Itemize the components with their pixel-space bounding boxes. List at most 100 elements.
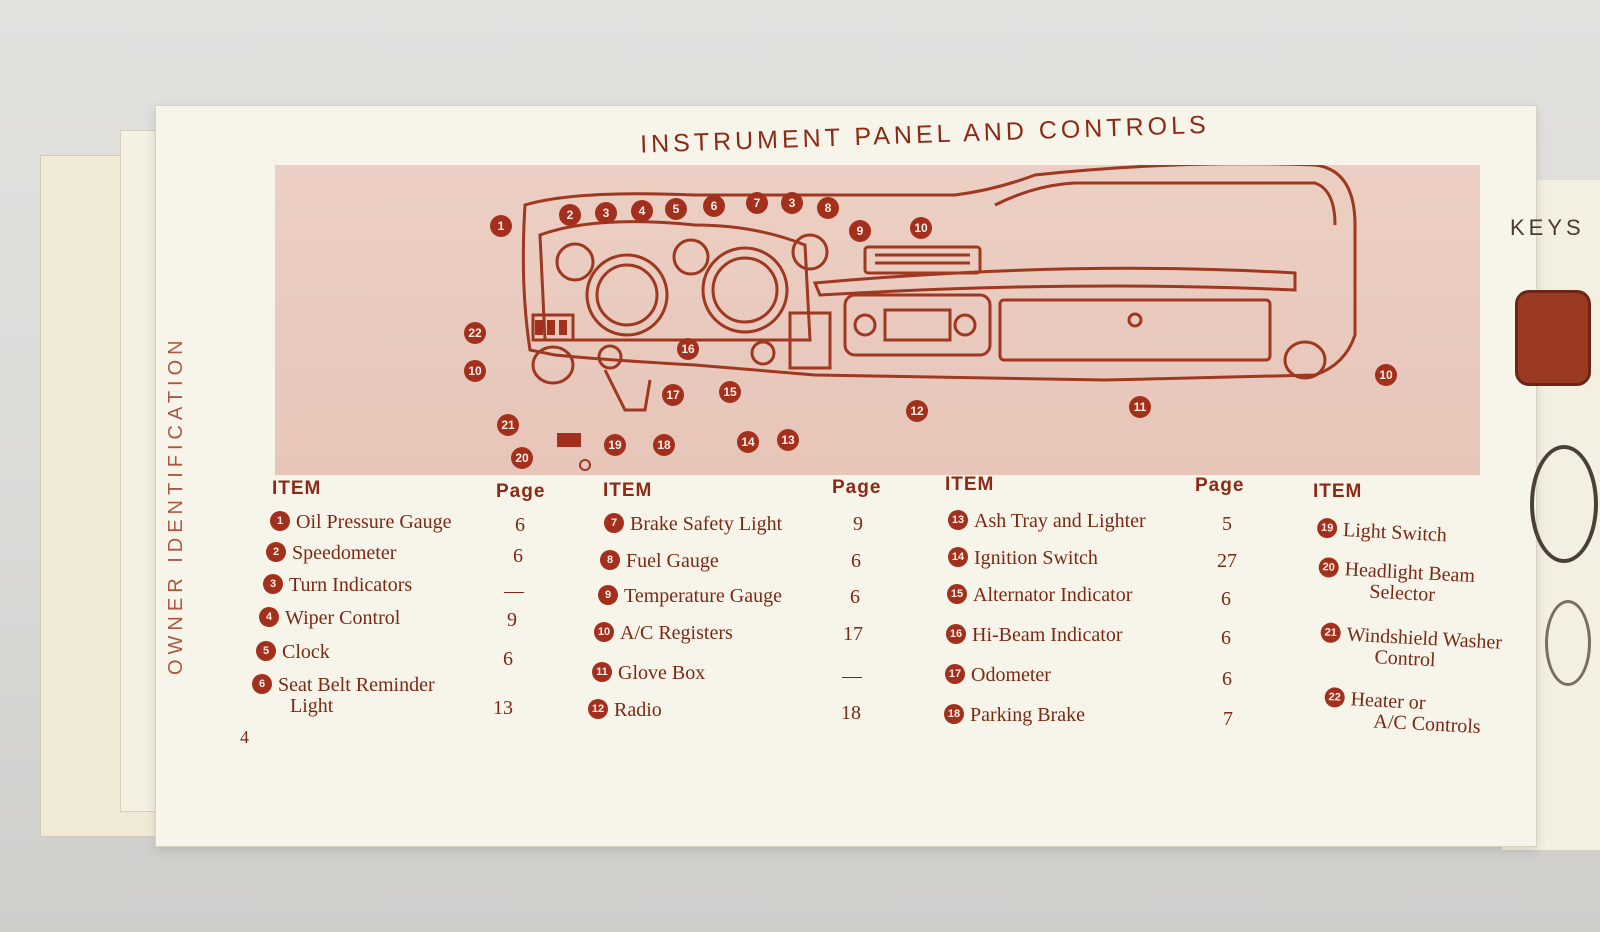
callout-12: 12 xyxy=(906,400,928,422)
col4-item-header: ITEM xyxy=(1313,481,1363,502)
item-number: 10 xyxy=(594,622,614,643)
item-label: Temperature Gauge xyxy=(624,585,782,607)
item-number: 3 xyxy=(263,574,283,595)
callout-19: 19 xyxy=(604,434,626,456)
item-number: 7 xyxy=(604,513,624,534)
item-number: 1 xyxy=(270,511,290,532)
list-item: 12 Radio xyxy=(588,699,662,721)
item-label: Brake Safety Light xyxy=(630,513,783,535)
callout-9: 9 xyxy=(849,220,871,242)
item-page: 6 xyxy=(851,550,861,572)
callout-10-top: 10 xyxy=(910,217,932,239)
page-number: 4 xyxy=(240,727,249,747)
callout-22: 22 xyxy=(464,322,486,344)
key-illustration xyxy=(1515,290,1591,386)
callout-14: 14 xyxy=(737,431,759,453)
item-label: A/C Registers xyxy=(620,622,733,644)
item-label: Hi-Beam Indicator xyxy=(972,624,1123,646)
item-label: Ash Tray and Lighter xyxy=(974,510,1146,532)
item-label: Alternator Indicator xyxy=(973,584,1133,606)
item-number: 2 xyxy=(266,542,286,563)
item-page: 5 xyxy=(1222,513,1232,535)
callout-20: 20 xyxy=(511,447,533,469)
item-number: 5 xyxy=(256,641,276,662)
list-item: 14 Ignition Switch xyxy=(948,547,1098,569)
item-page: — xyxy=(504,580,524,602)
item-label: Clock xyxy=(282,641,330,663)
item-page: 18 xyxy=(841,702,861,724)
item-label: Ignition Switch xyxy=(974,547,1098,569)
right-page-title: KEYS xyxy=(1510,215,1585,240)
item-page: 17 xyxy=(843,623,863,645)
list-item: 3 Turn Indicators xyxy=(263,574,413,596)
item-label: Parking Brake xyxy=(970,704,1085,726)
callout-8: 8 xyxy=(817,197,839,219)
item-page: 6 xyxy=(515,514,525,536)
callout-10-right: 10 xyxy=(1375,364,1397,386)
item-page: 27 xyxy=(1217,550,1237,572)
item-number: 8 xyxy=(600,550,620,571)
list-item: 17 Odometer xyxy=(945,664,1051,686)
col2-item-header: ITEM xyxy=(603,480,653,501)
item-page: 6 xyxy=(1221,588,1231,610)
item-number: 18 xyxy=(944,704,964,725)
item-label: Seat Belt Reminder xyxy=(278,674,435,696)
callout-3b: 3 xyxy=(781,192,803,214)
callout-16: 16 xyxy=(677,338,699,360)
callout-17: 17 xyxy=(662,384,684,406)
list-item: 1 Oil Pressure Gauge xyxy=(270,511,452,533)
item-number: 16 xyxy=(946,624,966,645)
list-item: 18 Parking Brake xyxy=(944,704,1085,726)
item-number: 17 xyxy=(945,664,965,685)
callout-11: 11 xyxy=(1129,396,1151,418)
item-page: 6 xyxy=(1222,668,1232,690)
item-page: 6 xyxy=(513,545,523,567)
item-label-line2: Light xyxy=(290,695,334,718)
callout-10-left: 10 xyxy=(464,360,486,382)
item-label: Turn Indicators xyxy=(289,574,413,596)
dashboard-drawing xyxy=(521,165,1357,471)
spine-text: OWNER IDENTIFICATION xyxy=(165,335,187,675)
callout-1: 1 xyxy=(490,215,512,237)
callout-7: 7 xyxy=(746,192,768,214)
item-number: 12 xyxy=(588,699,608,720)
list-item: 9 Temperature Gauge xyxy=(598,585,782,607)
item-label: Glove Box xyxy=(618,662,706,684)
callout-21: 21 xyxy=(497,414,519,436)
key-lock-illustration xyxy=(1530,445,1598,563)
item-page: 9 xyxy=(507,609,517,631)
callout-2: 2 xyxy=(559,204,581,226)
col3-page-header: Page xyxy=(1195,475,1245,496)
item-label: Heater or xyxy=(1350,688,1427,715)
item-number: 22 xyxy=(1324,687,1346,709)
item-page: 13 xyxy=(493,697,513,719)
col1-page-header: Page xyxy=(496,481,546,502)
col1-item-header: ITEM xyxy=(272,478,322,499)
key-lock-illustration-2 xyxy=(1545,600,1591,686)
item-number: 9 xyxy=(598,585,618,606)
item-page: 6 xyxy=(503,648,513,670)
instrument-panel-illustration xyxy=(275,165,1480,475)
item-label: Odometer xyxy=(971,664,1051,686)
item-number: 6 xyxy=(252,674,272,695)
item-label: Wiper Control xyxy=(285,607,401,629)
item-page: 9 xyxy=(853,513,863,535)
callout-15: 15 xyxy=(719,381,741,403)
item-label: Oil Pressure Gauge xyxy=(296,511,452,533)
item-number: 14 xyxy=(948,547,968,568)
item-label: Radio xyxy=(614,699,662,721)
item-number: 11 xyxy=(592,662,612,683)
callout-4: 4 xyxy=(631,200,653,222)
col2-page-header: Page xyxy=(832,477,882,498)
item-page: 7 xyxy=(1223,708,1233,730)
list-item: 7 Brake Safety Light xyxy=(604,513,783,535)
callout-6: 6 xyxy=(703,195,725,217)
